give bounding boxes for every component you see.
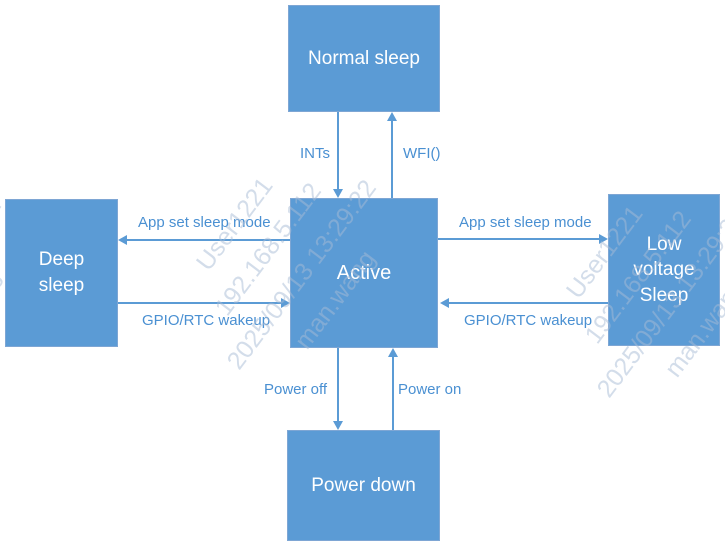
node-active-label: Active (336, 261, 392, 284)
edge-label-ints: INTs (300, 145, 330, 162)
node-deep-sleep: Deep sleep (5, 199, 118, 347)
edge-active-to-powerdown-line (337, 348, 339, 422)
node-deep-sleep-label: Deep sleep (38, 249, 85, 296)
edge-label-left-app-set-sleep-mode: App set sleep mode (138, 214, 271, 231)
node-power-down-label: Power down (311, 474, 416, 496)
edge-powerdown-to-active-line (392, 356, 394, 430)
edge-active-to-normalsleep-line (391, 120, 393, 198)
node-active: Active (290, 198, 438, 348)
edge-label-power-on: Power on (398, 381, 462, 398)
arrowhead-down-icon (333, 189, 343, 198)
arrowhead-left-icon (118, 235, 127, 245)
edge-label-left-gpio-rtc-wakeup: GPIO/RTC wakeup (142, 312, 271, 329)
arrowhead-right-icon (281, 298, 290, 308)
arrowhead-right-icon (599, 234, 608, 244)
node-low-voltage-sleep: Low voltage Sleep (608, 194, 720, 346)
edge-deepsleep-to-active-line (118, 302, 281, 304)
node-low-voltage-sleep-label: Low voltage Sleep (633, 233, 695, 306)
edge-lowvoltage-to-active-line (449, 302, 608, 304)
arrowhead-up-icon (388, 348, 398, 357)
edge-active-to-deepsleep-line (127, 239, 290, 241)
node-normal-sleep-label: Normal sleep (308, 47, 420, 69)
arrowhead-left-icon (440, 298, 449, 308)
edge-label-right-app-set-sleep-mode: App set sleep mode (459, 214, 592, 231)
arrowhead-down-icon (333, 421, 343, 430)
edge-active-to-lowvoltage-line (438, 238, 599, 240)
edge-label-power-off: Power off (264, 381, 328, 398)
edge-label-right-gpio-rtc-wakeup: GPIO/RTC wakeup (464, 312, 593, 329)
edge-label-wfi: WFI() (403, 145, 441, 162)
edge-normalsleep-to-active-line (337, 112, 339, 192)
arrowhead-up-icon (387, 112, 397, 121)
node-power-down: Power down (287, 430, 440, 541)
node-normal-sleep: Normal sleep (288, 5, 440, 112)
